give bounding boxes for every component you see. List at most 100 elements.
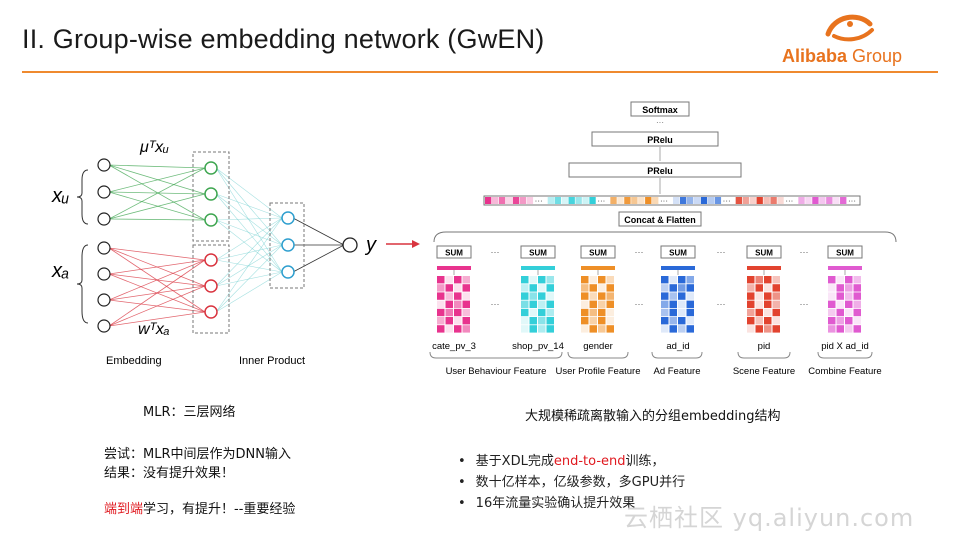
w-label: wᵀxₐ: [138, 321, 170, 338]
group-brace: [817, 351, 873, 359]
ellipsis-1: ···: [656, 118, 664, 127]
embedding-matrix-cell: [845, 317, 853, 325]
embedding-matrix-cell: [454, 276, 462, 284]
embedding-matrix-cell: [845, 292, 853, 300]
embedding-matrix-cell: [589, 276, 597, 284]
input-node: [97, 293, 111, 307]
embedding-matrix-cell: [606, 325, 614, 333]
sum-output-bar: [581, 266, 615, 270]
embedding-matrix-cell: [755, 308, 763, 317]
embedding-cell: [756, 197, 763, 204]
embedding-matrix-cell: [529, 292, 537, 300]
embedding-matrix-cell: [538, 292, 546, 300]
company-logo-text: Alibaba Group: [782, 46, 902, 67]
lesson-text: 学习，有提升！--重要经验: [143, 502, 296, 517]
embedding-matrix-cell: [445, 276, 453, 284]
title-divider: [22, 71, 938, 73]
network-edges: [108, 164, 345, 327]
mlr-network-diagram: xᵤ xₐ μᵀxᵤ wᵀxₐ y Embedding Inner Produc…: [51, 139, 420, 367]
edge-cyan: [215, 271, 283, 313]
embedding-matrix-cell: [678, 276, 686, 284]
feature-ellipsis: ···: [491, 247, 500, 257]
input-node: [97, 212, 111, 226]
edge-output: [292, 217, 345, 246]
embedding-cell: [777, 197, 784, 204]
embedding-matrix-cell: [747, 317, 755, 325]
embedding-cell: [561, 197, 568, 204]
embedding-matrix-cell: [589, 325, 597, 333]
embedding-cell: [798, 197, 805, 204]
embedding-matrix-cell: [669, 292, 677, 300]
group-label: Scene Feature: [733, 366, 795, 377]
group-label: Combine Feature: [808, 366, 881, 377]
edge-cyan: [215, 259, 283, 273]
prelu-label-1: PRelu: [647, 135, 673, 145]
embedding-matrix-cell: [606, 284, 614, 292]
edge-green: [108, 191, 206, 221]
group-label: User Behaviour Feature: [446, 366, 547, 377]
sum-box: [436, 245, 472, 259]
embedding-matrix-cell: [845, 308, 853, 317]
embedding-cell: [686, 197, 694, 204]
bullet-1: 基于XDL完成end-to-end训练，: [458, 451, 685, 472]
embedding-matrix-cell: [454, 300, 462, 308]
sum-box: [520, 245, 556, 259]
edge-cyan: [215, 167, 283, 273]
embedding-matrix-cell: [546, 284, 554, 292]
embedding-matrix-cell: [772, 292, 780, 300]
embedding-cell: [505, 197, 513, 204]
embedding-cell: [624, 197, 631, 204]
embedding-matrix-cell: [772, 276, 780, 284]
sum-box: [660, 245, 696, 259]
embedding-matrix-cell: [669, 276, 677, 284]
edge-cyan: [215, 217, 283, 287]
embedding-matrix-cell: [772, 317, 780, 325]
embedding-matrix-cell: [546, 300, 554, 308]
embedding-matrix-cell: [581, 284, 589, 292]
embedding-matrix-cell: [445, 325, 453, 333]
embedding-matrix-cell: [836, 308, 844, 317]
embedding-matrix-cell: [589, 300, 597, 308]
sum-label: SUM: [755, 249, 773, 258]
feature-groups: SUMcate_pv_3SUMshop_pv_14SUMgenderSUMad_…: [432, 245, 869, 352]
y-label: y: [364, 234, 377, 256]
xu-brace: [76, 169, 89, 225]
edge-cyan: [215, 193, 283, 273]
embedding-matrix-cell: [836, 300, 844, 308]
logo-suffix: Group: [852, 46, 903, 66]
embedding-matrix-cell: [678, 300, 686, 308]
embedding-matrix-cell: [661, 276, 669, 284]
feature-ellipsis: ···: [717, 299, 726, 309]
embedding-matrix-cell: [686, 300, 694, 308]
embedding-cell: [700, 197, 708, 204]
embedding-matrix-cell: [669, 308, 677, 317]
edge-cyan: [215, 167, 283, 219]
embedding-cell: [652, 197, 659, 204]
edge-red: [108, 285, 206, 327]
embedding-matrix-cell: [454, 292, 462, 300]
embedding-matrix-cell: [538, 284, 546, 292]
embedding-matrix-cell: [764, 292, 772, 300]
embedding-cell: [498, 197, 506, 204]
hidden-node-red: [204, 305, 218, 319]
feature-ellipsis: ···: [800, 299, 809, 309]
embedding-cell: [742, 197, 749, 204]
lesson-highlight: 端到端: [104, 502, 144, 517]
embedding-cell: [638, 197, 645, 204]
feature-ellipsis: ···: [635, 299, 644, 309]
embedding-matrix-cell: [661, 284, 669, 292]
embedding-matrix-cell: [755, 317, 763, 325]
embedding-matrix-cell: [836, 276, 844, 284]
edge-red: [108, 247, 206, 261]
embedding-matrix-cell: [589, 292, 597, 300]
embedding-matrix-cell: [853, 317, 861, 325]
embedding-matrix-cell: [836, 317, 844, 325]
concat-label: Concat & Flatten: [624, 215, 696, 225]
edge-cyan: [215, 244, 283, 261]
feature-name: gender: [583, 341, 613, 352]
embedding-matrix-cell: [845, 284, 853, 292]
embedding-matrix-cell: [462, 325, 470, 333]
embedding-bar-ellipsis: ···: [535, 197, 543, 206]
embedding-matrix-cell: [521, 308, 529, 317]
bullet-1-pre: 基于XDL完成: [475, 454, 554, 469]
